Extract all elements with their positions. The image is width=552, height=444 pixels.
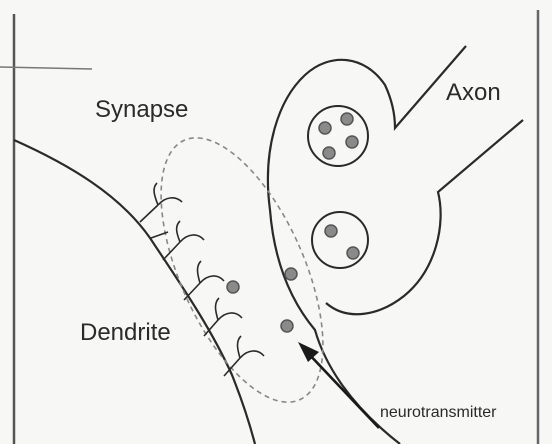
label-neurotransmitter: neurotransmitter (380, 404, 497, 421)
label-axon: Axon (446, 79, 501, 106)
neurotransmitter-arrow (298, 342, 379, 428)
label-dendrite: Dendrite (80, 319, 171, 346)
vesicle-lower (312, 212, 368, 268)
label-synapse: Synapse (95, 96, 188, 123)
receptors (140, 183, 264, 376)
dendrite-outline (14, 140, 255, 444)
free-molecules (227, 268, 297, 332)
vesicle-upper (308, 106, 368, 166)
